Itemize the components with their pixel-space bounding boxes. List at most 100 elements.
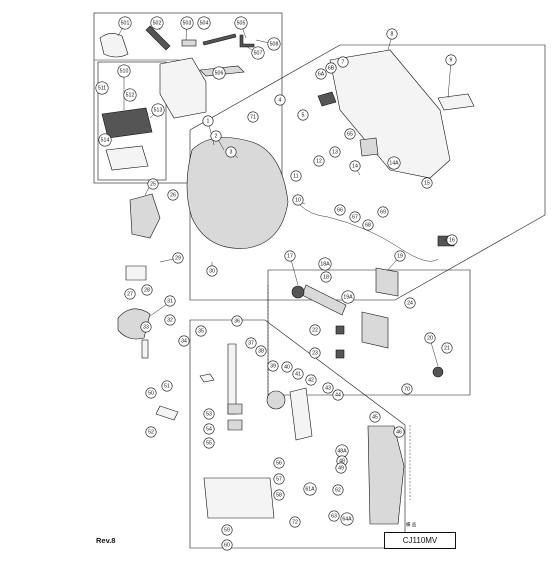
callout-p12: 12: [313, 155, 325, 167]
callout-circle: [325, 62, 337, 74]
callout-number: 22: [312, 327, 318, 333]
dust-nozzle-part: [99, 33, 129, 58]
callout-circle: [446, 234, 458, 246]
callout-circle: [335, 462, 347, 474]
callout-number: 508: [270, 41, 279, 47]
callout-number: 502: [153, 20, 162, 26]
callout-circle: [210, 130, 222, 142]
callout-number: 24: [407, 300, 413, 306]
callout-circle: [212, 66, 226, 80]
callout-p22: 22: [309, 324, 321, 336]
callout-circle: [234, 16, 248, 30]
callout-number: 53: [206, 411, 212, 417]
callout-number: 514: [101, 137, 110, 143]
callout-circle: [98, 133, 112, 147]
callout-number: 54: [206, 426, 212, 432]
callout-p16: 16: [446, 234, 458, 246]
callout-circle: [231, 315, 243, 327]
callout-number: 72: [292, 519, 298, 525]
model-small-label: 備 品: [406, 522, 417, 527]
callout-circle: [292, 368, 304, 380]
callout-p49: 49: [335, 462, 347, 474]
model-number: CJ110MV: [384, 532, 456, 549]
callout-number: 7: [342, 59, 345, 65]
callout-p68: 68: [362, 219, 374, 231]
callout-p11: 11: [290, 170, 302, 182]
callout-number: 58: [276, 492, 282, 498]
callout-number: 14A: [389, 160, 399, 166]
guide-part: [181, 39, 197, 47]
callout-circle: [267, 37, 281, 51]
callout-p5: 5: [297, 109, 309, 121]
callout-number: 25: [150, 181, 156, 187]
pin-part: [141, 339, 149, 359]
callout-circle: [221, 524, 233, 536]
callout-p21: 21: [441, 342, 453, 354]
callout-circle: [273, 473, 285, 485]
callout-number: 43: [325, 385, 331, 391]
callout-p66: 66: [334, 204, 346, 216]
callout-circle: [255, 345, 267, 357]
callout-number: 35: [198, 328, 204, 334]
callout-circle: [247, 111, 259, 123]
callout-number: 38: [258, 348, 264, 354]
callout-circle: [202, 115, 214, 127]
callout-circle: [140, 321, 152, 333]
callout-circle: [118, 16, 132, 30]
callout-p17: 17: [284, 250, 296, 262]
callout-p514: 514: [98, 133, 112, 147]
callout-circle: [284, 250, 296, 262]
callout-p26: 26: [167, 189, 179, 201]
motor-housing-frame: [189, 44, 546, 301]
callout-p35: 35: [195, 325, 207, 337]
callout-circle: [344, 128, 356, 140]
system-case-part: [101, 107, 153, 139]
base-part: [203, 477, 275, 519]
callout-circle: [445, 54, 457, 66]
callout-p41: 41: [292, 368, 304, 380]
callout-circle: [290, 170, 302, 182]
callout-circle: [329, 146, 341, 158]
callout-p8: 8: [386, 28, 398, 40]
callout-circle: [349, 160, 361, 172]
callout-number: 12: [316, 158, 322, 164]
callout-circle: [369, 411, 381, 423]
gear-cover-part: [367, 425, 405, 525]
callout-number: 20: [427, 335, 433, 341]
label-plate-part: [437, 93, 475, 111]
callout-circle: [267, 360, 279, 372]
controller-part: [317, 91, 337, 107]
callout-p53: 53: [203, 408, 215, 420]
callout-p33: 33: [140, 321, 152, 333]
callout-circle: [273, 457, 285, 469]
callout-p50: 50: [145, 387, 157, 399]
callout-circle: [393, 426, 405, 438]
callout-p58: 58: [273, 489, 285, 501]
callout-p3: 3: [225, 146, 237, 158]
callout-p59: 59: [221, 524, 233, 536]
callout-number: 507: [254, 50, 263, 56]
callout-p14: 14: [349, 160, 361, 172]
callout-number: 31: [167, 298, 173, 304]
callout-circle: [349, 211, 361, 223]
callout-number: 28: [144, 287, 150, 293]
callout-circle: [309, 347, 321, 359]
callout-circle: [221, 539, 233, 551]
callout-circle: [281, 361, 293, 373]
callout-p20: 20: [424, 332, 436, 344]
callout-circle: [394, 250, 406, 262]
callout-number: 46: [396, 429, 402, 435]
callout-number: 501: [121, 20, 130, 26]
callout-circle: [334, 204, 346, 216]
callout-circle: [151, 103, 165, 117]
callout-p44: 44: [332, 389, 344, 401]
callout-circle: [340, 512, 354, 526]
callout-number: 27: [127, 291, 133, 297]
clamp-part: [125, 265, 147, 281]
callout-number: 11: [293, 173, 298, 179]
callout-number: 18: [323, 274, 329, 280]
housing-part: [186, 137, 289, 249]
callout-circle: [145, 426, 157, 438]
callout-p503: 503: [180, 16, 194, 30]
